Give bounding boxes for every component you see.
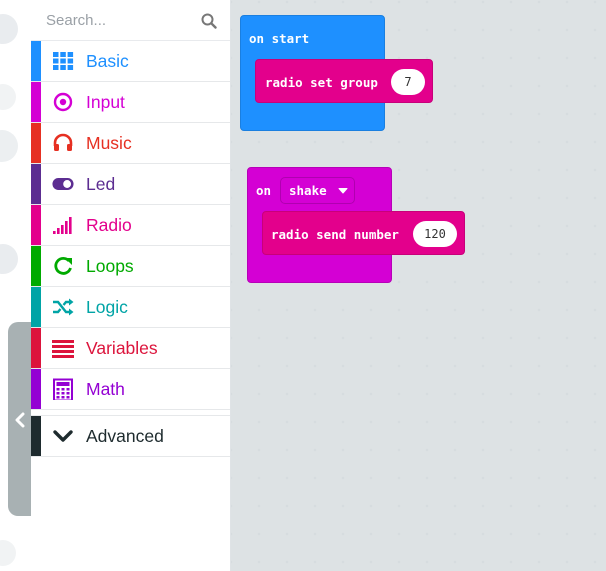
gesture-dropdown[interactable]: shake xyxy=(280,177,355,204)
category-variables[interactable]: Variables xyxy=(31,328,230,369)
category-label: Math xyxy=(86,379,125,399)
search-icon[interactable] xyxy=(201,13,217,29)
calculator-icon xyxy=(53,378,73,400)
category-radio[interactable]: Radio xyxy=(31,205,230,246)
shuffle-icon xyxy=(53,298,74,316)
category-color-bar xyxy=(31,287,41,327)
category-color-bar xyxy=(31,369,41,409)
dropdown-arrow-icon xyxy=(338,188,348,194)
background-decoration xyxy=(0,14,18,44)
category-input[interactable]: Input xyxy=(31,82,230,123)
on-gesture-block[interactable]: on shake radio send number 120 xyxy=(247,167,465,283)
blocks-workspace[interactable]: on start radio set group 7 on shake radi… xyxy=(231,0,606,571)
toolbox-separator xyxy=(31,410,230,416)
collapse-toolbox-button[interactable] xyxy=(8,322,31,516)
category-color-bar xyxy=(31,164,41,204)
toolbox: Basic Input Music Led xyxy=(31,0,231,571)
category-math[interactable]: Math xyxy=(31,369,230,410)
list-lines-icon xyxy=(52,340,74,358)
radio-send-number-label: radio send number xyxy=(271,227,399,242)
category-color-bar xyxy=(31,205,41,245)
on-label: on xyxy=(256,183,272,198)
category-label: Variables xyxy=(86,338,158,358)
category-label: Logic xyxy=(86,297,128,317)
target-icon xyxy=(53,92,73,112)
category-label: Advanced xyxy=(86,426,164,446)
background-decoration xyxy=(0,540,16,566)
category-advanced[interactable]: Advanced xyxy=(31,416,230,457)
radio-set-group-block[interactable]: radio set group 7 xyxy=(255,59,433,103)
category-label: Music xyxy=(86,133,132,153)
category-loops[interactable]: Loops xyxy=(31,246,230,287)
background-decoration xyxy=(0,84,16,110)
search-input[interactable] xyxy=(31,0,230,40)
group-number-input[interactable]: 7 xyxy=(391,69,425,95)
on-start-label: on start xyxy=(249,31,310,46)
background-decoration xyxy=(0,244,18,274)
category-color-bar xyxy=(31,246,41,286)
category-color-bar xyxy=(31,123,41,163)
headphones-icon xyxy=(53,133,73,151)
radio-set-group-label: radio set group xyxy=(265,75,378,90)
signal-bars-icon xyxy=(53,217,72,234)
category-color-bar xyxy=(31,416,41,456)
category-color-bar xyxy=(31,328,41,368)
search-box xyxy=(31,0,230,41)
refresh-icon xyxy=(54,256,72,275)
category-label: Basic xyxy=(86,51,129,71)
category-logic[interactable]: Logic xyxy=(31,287,230,328)
chevron-left-icon xyxy=(15,412,25,428)
category-label: Loops xyxy=(86,256,134,276)
on-start-block[interactable]: on start radio set group 7 xyxy=(240,15,433,131)
toggle-icon xyxy=(52,178,74,190)
category-label: Input xyxy=(86,92,125,112)
radio-send-number-block[interactable]: radio send number 120 xyxy=(262,211,465,255)
grid-icon xyxy=(53,52,74,70)
category-music[interactable]: Music xyxy=(31,123,230,164)
gesture-value: shake xyxy=(289,183,327,198)
category-color-bar xyxy=(31,41,41,81)
category-label: Radio xyxy=(86,215,132,235)
category-color-bar xyxy=(31,82,41,122)
send-number-input[interactable]: 120 xyxy=(413,221,457,247)
background-decoration xyxy=(0,130,18,162)
category-basic[interactable]: Basic xyxy=(31,41,230,82)
category-label: Led xyxy=(86,174,116,194)
chevron-down-icon xyxy=(53,430,73,442)
category-led[interactable]: Led xyxy=(31,164,230,205)
